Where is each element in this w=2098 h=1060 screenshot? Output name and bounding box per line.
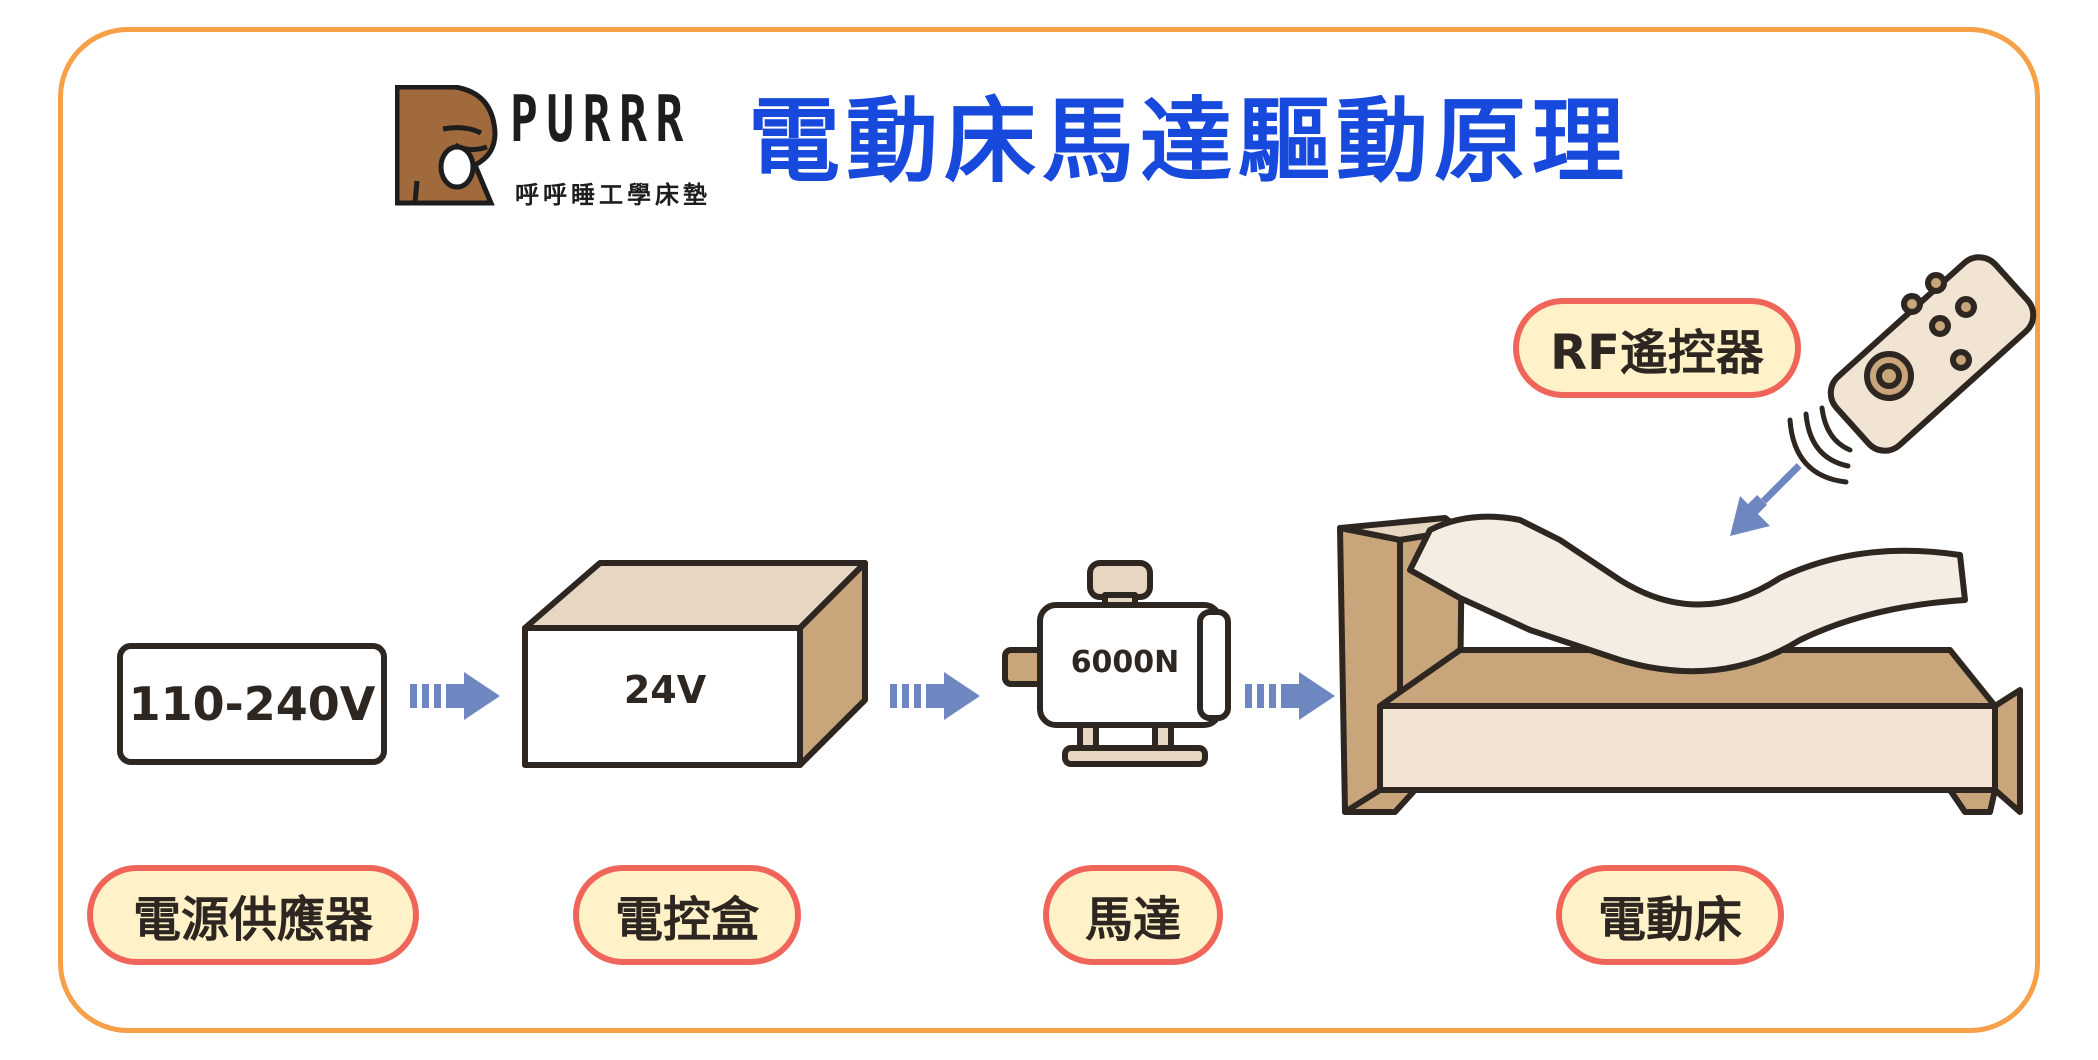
- adjustable-bed-icon: [1337, 513, 2023, 815]
- brand-logo: PURRR 呼呼睡工學床墊: [394, 83, 745, 215]
- label-remote: RF遙控器: [1513, 298, 1801, 398]
- remote-control-icon: [1827, 254, 2037, 454]
- power-supply-box: 110-240V: [117, 643, 387, 765]
- flow-arrow-icon: [890, 672, 980, 720]
- bear-mascot-icon: [394, 84, 498, 206]
- flow-arrow-icon: [1730, 463, 1802, 536]
- power-supply-voltage: 110-240V: [128, 677, 376, 731]
- brand-tagline: 呼呼睡工學床墊: [515, 181, 711, 209]
- page-title: 電動床馬達驅動原理: [748, 88, 1631, 195]
- brand-name: PURRR: [510, 83, 692, 157]
- motor-icon: [1002, 560, 1231, 767]
- flow-arrow-icon: [410, 672, 500, 720]
- label-bed: 電動床: [1556, 865, 1784, 965]
- box-icon: [522, 560, 868, 768]
- label-motor: 馬達: [1043, 865, 1223, 965]
- label-control-box: 電控盒: [573, 865, 801, 965]
- motor-force: 6000N: [1070, 645, 1180, 680]
- label-power-supply: 電源供應器: [87, 865, 419, 965]
- flow-arrow-icon: [1245, 672, 1335, 720]
- control-box-voltage: 24V: [623, 668, 707, 712]
- signal-waves-icon: [1787, 405, 1853, 485]
